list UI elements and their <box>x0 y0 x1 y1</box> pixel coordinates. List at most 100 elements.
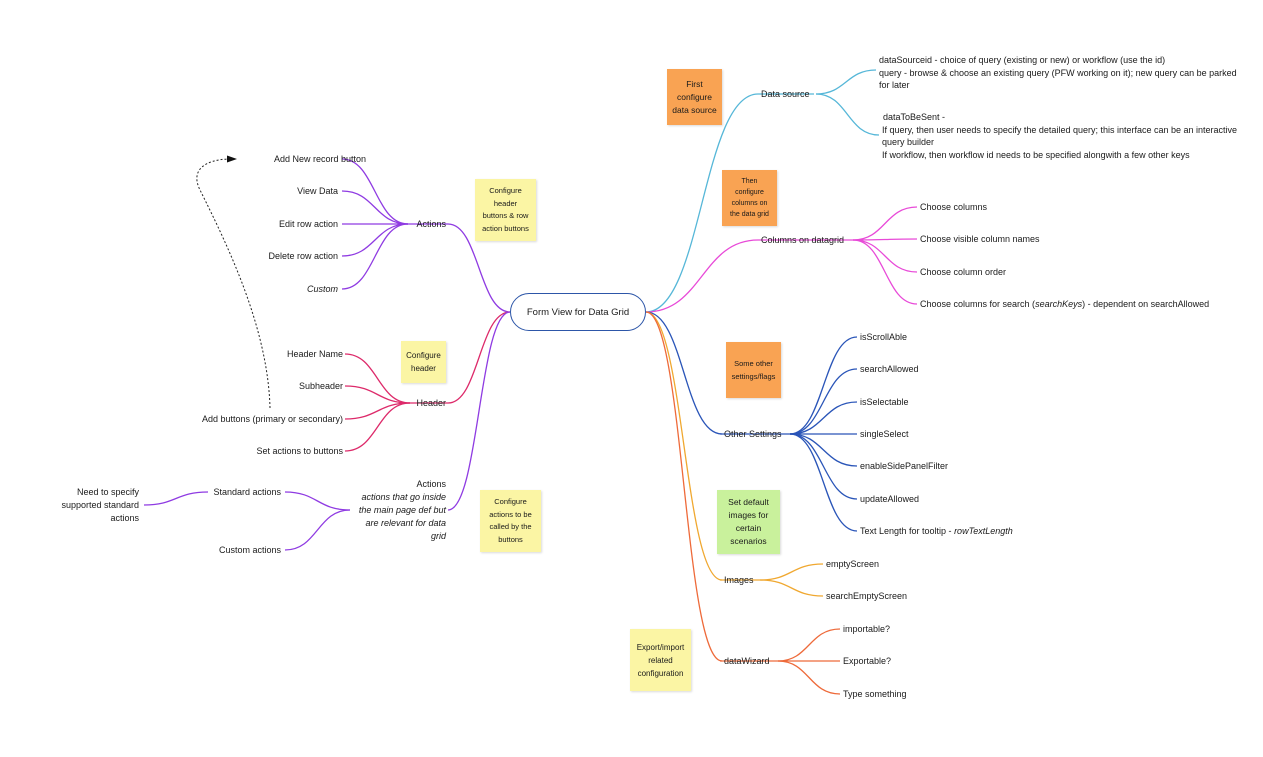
note-line: query builder <box>882 137 935 147</box>
images-item[interactable]: searchEmptyScreen <box>826 591 908 601</box>
note-line: If query, then user needs to specify the… <box>882 124 1238 135</box>
standard-actions[interactable]: Standard actions <box>213 487 281 497</box>
sticky-line: First <box>686 78 703 89</box>
custom-actions[interactable]: Custom actions <box>218 545 281 555</box>
connector-settings-item <box>789 433 858 532</box>
settings-item[interactable]: singleSelect <box>860 429 909 439</box>
connector-header-item <box>344 385 411 404</box>
connector-images-item <box>759 563 824 581</box>
wizard-item[interactable]: importable? <box>843 624 891 634</box>
actions-item[interactable]: Edit row action <box>278 219 338 229</box>
settings-item[interactable]: searchAllowed <box>860 364 919 374</box>
sticky-first-configure[interactable]: First configure data source <box>667 69 722 125</box>
connector-settings-item <box>789 401 858 435</box>
connector-images <box>645 311 723 581</box>
branch-data-source[interactable]: Data source <box>761 89 810 99</box>
actions-item[interactable]: Custom <box>306 284 338 294</box>
sticky-line: data source <box>672 104 717 115</box>
connector-actions-item <box>341 223 409 257</box>
search-prefix: Choose columns for search ( <box>920 299 1036 309</box>
connector-wizard-item <box>777 660 841 695</box>
branch-actions-pagedef[interactable]: Actions actions that go inside the main … <box>356 478 446 543</box>
images-item[interactable]: emptyScreen <box>826 559 880 569</box>
connector-header-item <box>344 402 411 420</box>
columns-item[interactable]: Choose columns <box>920 202 988 212</box>
connector-data-source-note <box>815 93 880 136</box>
sticky-line: called by the <box>489 522 532 531</box>
connector-data-source-note <box>815 69 877 95</box>
columns-item[interactable]: Choose visible column names <box>920 234 1040 244</box>
actions-item[interactable]: Add New record button <box>273 154 366 164</box>
sticky-line: action buttons <box>482 223 529 233</box>
connector-settings-item <box>789 433 858 500</box>
sticky-line: buttons & row <box>482 211 529 220</box>
connector-columns-item <box>852 239 918 305</box>
header-item[interactable]: Header Name <box>286 349 343 359</box>
settings-item-tooltip[interactable]: Text Length for tooltip - rowTextLength <box>860 525 1013 538</box>
sticky-line: columns on <box>731 200 768 207</box>
connector-columns-item <box>852 206 918 241</box>
note-line: dataToBeSent - <box>883 112 946 122</box>
settings-item[interactable]: enableSidePanelFilter <box>860 461 949 471</box>
sticky-line: settings/flags <box>731 372 776 381</box>
wizard-item[interactable]: Type something <box>843 689 907 699</box>
central-node[interactable]: Form View for Data Grid <box>510 293 646 331</box>
header-item[interactable]: Subheader <box>298 381 343 391</box>
branch-columns-on-datagrid[interactable]: Columns on datagrid <box>761 235 845 245</box>
columns-item-search[interactable]: Choose columns for search (searchKeys) -… <box>920 298 1209 311</box>
search-keys-term: searchKeys <box>1035 299 1083 309</box>
sticky-line: configuration <box>637 668 684 678</box>
note-line: actions <box>110 513 139 523</box>
actions-item[interactable]: Delete row action <box>268 251 338 261</box>
sticky-other-flags[interactable]: Some other settings/flags <box>726 342 781 398</box>
wizard-item[interactable]: Exportable? <box>843 656 892 666</box>
branch-header[interactable]: Header <box>416 398 446 408</box>
search-suffix: ) - dependent on searchAllowed <box>1082 299 1210 309</box>
settings-item[interactable]: isScrollAble <box>860 332 908 342</box>
connector-data-source <box>645 93 759 313</box>
sticky-line: Configure <box>406 351 441 360</box>
data-source-note-1: dataSourceid - choice of query (existing… <box>879 54 1237 92</box>
sticky-line: Configure <box>489 186 522 195</box>
settings-item[interactable]: isSelectable <box>860 397 909 407</box>
connector-settings-item <box>789 368 858 435</box>
connector-header-item <box>344 402 411 452</box>
actions-item[interactable]: View Data <box>297 186 338 196</box>
connector-data-wizard <box>645 311 723 662</box>
connector-actions-item <box>341 158 409 225</box>
connector-standard-actions <box>284 491 351 511</box>
branch-other-settings[interactable]: Other Settings <box>724 429 782 439</box>
note-line: Need to specify <box>76 487 139 497</box>
standard-actions-note: Need to specify supported standard actio… <box>40 486 139 525</box>
note-line: for later <box>879 80 910 90</box>
branch-actions[interactable]: Actions <box>416 219 446 229</box>
connector-columns-item <box>852 238 918 241</box>
sticky-line: actions to be <box>489 509 532 519</box>
sticky-line: header <box>493 198 518 208</box>
header-item[interactable]: Add buttons (primary or secondary) <box>201 414 343 424</box>
header-item[interactable]: Set actions to buttons <box>256 446 343 456</box>
actions-pagedef-desc: the main page def but <box>358 505 446 515</box>
data-source-note-2: dataToBeSent - If query, then user needs… <box>882 111 1237 161</box>
branch-images[interactable]: Images <box>724 575 754 585</box>
branch-data-wizard[interactable]: dataWizard <box>724 656 770 666</box>
sticky-line: certain <box>735 523 762 533</box>
connector-wizard-item <box>777 628 841 662</box>
sticky-line: configure <box>735 189 764 196</box>
sticky-line: Some other <box>734 359 773 368</box>
note-line: dataSourceid - choice of query (existing… <box>879 55 1166 65</box>
sticky-line: configure <box>677 91 712 102</box>
settings-item[interactable]: updateAllowed <box>860 494 920 504</box>
columns-item[interactable]: Choose column order <box>920 267 1007 277</box>
row-text-length-term: rowTextLength <box>954 526 1013 536</box>
sticky-config-header-buttons[interactable]: Configure header buttons & row action butto… <box>475 179 536 241</box>
connector-header <box>447 311 511 404</box>
sticky-line: scenarios <box>730 536 767 546</box>
actions-pagedef-desc: actions that go inside <box>361 492 446 502</box>
